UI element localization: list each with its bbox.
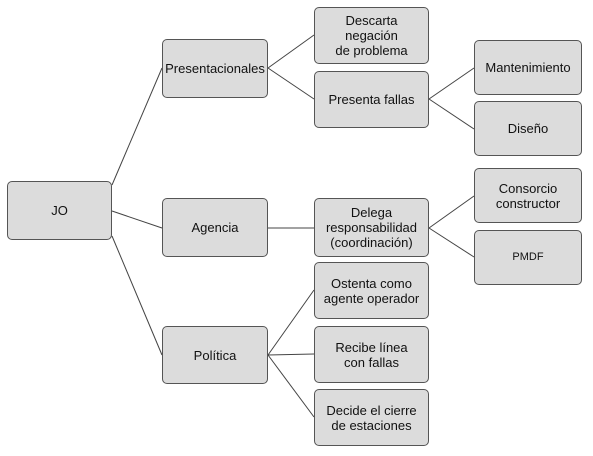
node-decide-cierre: Decide el cierre de estaciones	[314, 389, 429, 446]
node-delega-responsabilidad: Delega responsabilidad (coordinación)	[314, 198, 429, 257]
node-pmdf: PMDF	[474, 230, 582, 285]
node-mantenimiento: Mantenimiento	[474, 40, 582, 95]
edge-presenta-mantenimiento	[428, 67, 475, 100]
edge-presentacionales-presenta	[267, 67, 315, 100]
node-presentacionales: Presentacionales	[162, 39, 268, 98]
edge-presentacionales-descarta	[267, 34, 315, 69]
edge-delega-consorcio	[428, 195, 475, 229]
edge-root-politica	[111, 235, 163, 356]
edge-presenta-diseno	[428, 98, 475, 130]
edge-root-presentacionales	[111, 67, 163, 186]
edge-politica-recibe	[267, 353, 315, 356]
edge-politica-ostenta	[267, 289, 315, 356]
node-agencia: Agencia	[162, 198, 268, 257]
edge-delega-pmdf	[428, 227, 475, 258]
node-ostenta-agente: Ostenta como agente operador	[314, 262, 429, 319]
node-consorcio-constructor: Consorcio constructor	[474, 168, 582, 223]
node-recibe-linea: Recibe línea con fallas	[314, 326, 429, 383]
edge-root-agencia	[111, 210, 163, 229]
node-politica: Política	[162, 326, 268, 384]
node-presenta-fallas: Presenta fallas	[314, 71, 429, 128]
node-diseno: Diseño	[474, 101, 582, 156]
node-root-jo: JO	[7, 181, 112, 240]
edge-politica-decide	[267, 354, 315, 418]
node-descarta-negacion: Descarta negación de problema	[314, 7, 429, 64]
